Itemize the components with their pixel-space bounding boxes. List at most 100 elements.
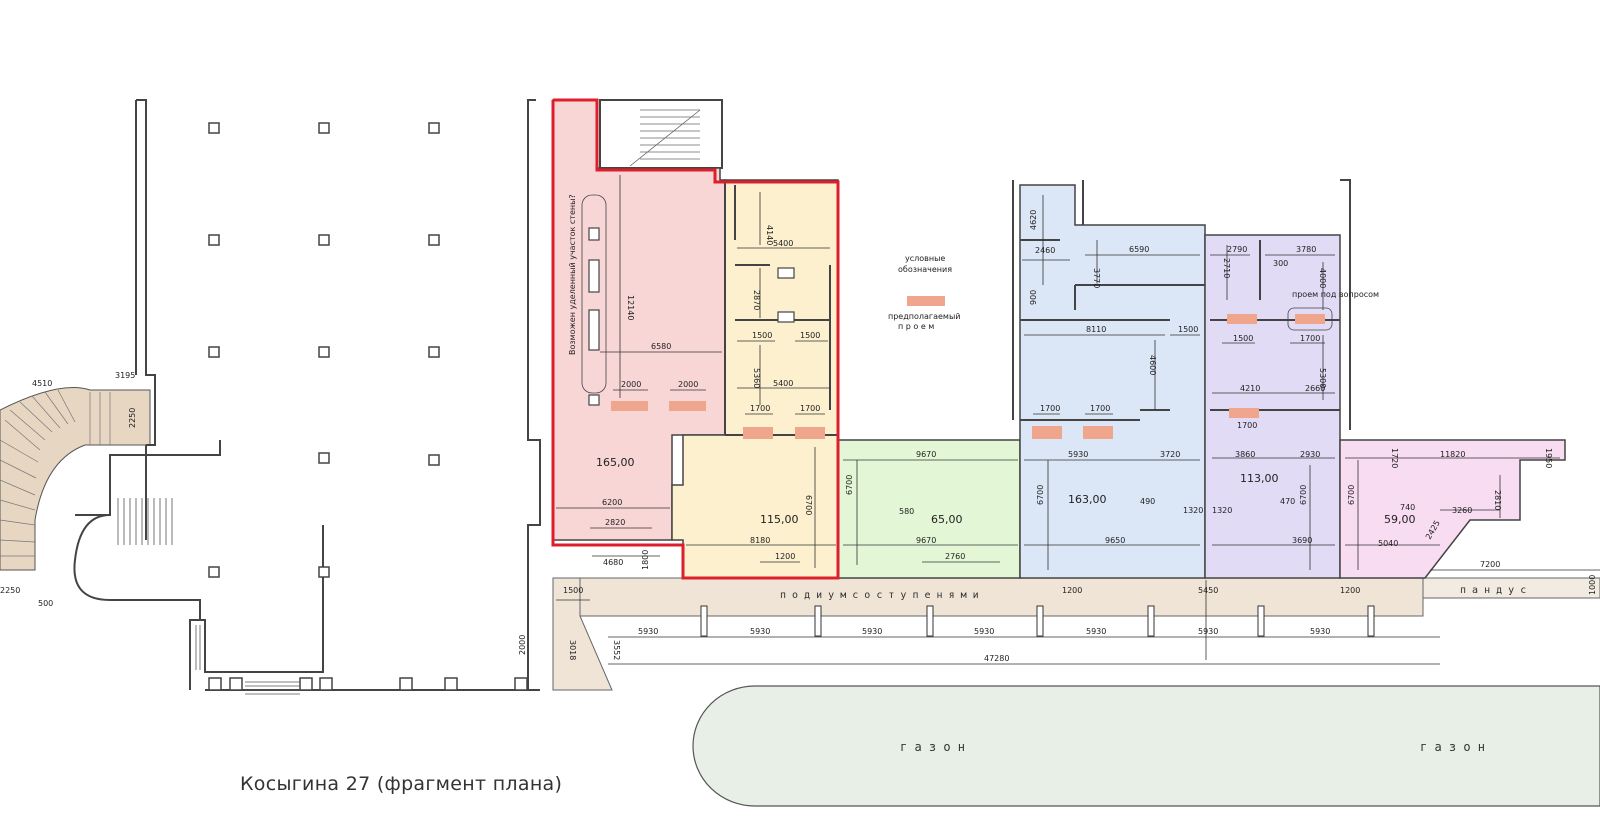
dim-6590: 6590 (1129, 245, 1149, 254)
podium-left-return (552, 577, 613, 691)
dim-5360: 5360 (752, 368, 761, 388)
dimension-lines (556, 175, 1600, 665)
dim-1200-c: 1200 (1340, 586, 1360, 595)
legend-item-2: п р о е м (898, 322, 934, 331)
dim-300: 300 (1273, 259, 1288, 268)
dim-3690: 3690 (1292, 536, 1312, 545)
dim-1000: 1000 (1588, 575, 1597, 595)
area-green: 65,00 (931, 513, 963, 526)
dim-6700-e: 6700 (1347, 485, 1356, 505)
wall-note-callout (581, 194, 607, 394)
dim-3720: 3720 (1160, 450, 1180, 459)
dim-2870: 2870 (752, 290, 761, 310)
legend-opening-swatch (907, 296, 945, 306)
selected-unit-outline (551, 98, 840, 580)
dim-3552: 3552 (612, 640, 621, 660)
dim-2250-h: 2250 (0, 586, 20, 595)
dim-490: 490 (1140, 497, 1155, 506)
dim-1200-b: 1200 (1062, 586, 1082, 595)
dim-1700-f: 1700 (1237, 421, 1257, 430)
legend: условные обозначения предполагаемый п р … (888, 254, 960, 331)
dim-1500-d: 1500 (1233, 334, 1253, 343)
lawn-label-left: г а з о н (900, 740, 965, 754)
dim-1700-c: 1700 (1040, 404, 1060, 413)
dim-740: 740 (1400, 503, 1415, 512)
dim-2460: 2460 (1035, 246, 1055, 255)
dim-3780: 3780 (1296, 245, 1316, 254)
dim-6700-c: 6700 (1036, 485, 1045, 505)
dim-6700-a: 6700 (804, 495, 813, 515)
proposed-openings (611, 314, 1325, 439)
plan-caption: Косыгина 27 (фрагмент плана) (240, 773, 563, 795)
left-hall-columns (208, 122, 528, 691)
entrance-steps (117, 498, 300, 695)
dim-6200: 6200 (602, 498, 622, 507)
dim-11820: 11820 (1440, 450, 1465, 459)
dim-5300: 5300 (1318, 368, 1327, 388)
dim-1320-b: 1320 (1212, 506, 1232, 515)
dim-row-5: 5930 (1086, 627, 1106, 636)
lawn-area (692, 685, 1600, 807)
dim-row-4: 5930 (974, 627, 994, 636)
dim-1500-a: 1500 (752, 331, 772, 340)
area-purple: 113,00 (1240, 472, 1279, 485)
dim-5930-a: 5930 (1068, 450, 1088, 459)
dim-6700-b: 6700 (845, 475, 854, 495)
dim-1700-a: 1700 (750, 404, 770, 413)
podium-area (552, 577, 1424, 617)
stair-steps (0, 389, 111, 557)
dim-row-1: 5930 (638, 627, 658, 636)
dim-4680: 4680 (603, 558, 623, 567)
dim-2000-c: 2000 (518, 635, 527, 655)
dim-1950: 1950 (1544, 448, 1553, 468)
podium-posts (700, 605, 1375, 637)
dim-4510: 4510 (32, 379, 52, 388)
dim-4000: 4000 (1318, 268, 1327, 288)
dim-row-3: 5930 (862, 627, 882, 636)
dim-9670-b: 9670 (916, 536, 936, 545)
dim-470: 470 (1280, 497, 1295, 506)
lawn-label-right: г а з о н (1420, 740, 1485, 754)
area-blue: 163,00 (1068, 493, 1107, 506)
dim-500: 500 (38, 599, 53, 608)
dim-2250-v: 2250 (128, 408, 137, 428)
dim-2930: 2930 (1300, 450, 1320, 459)
dim-1700-d: 1700 (1090, 404, 1110, 413)
dim-4210: 4210 (1240, 384, 1260, 393)
dim-8180: 8180 (750, 536, 770, 545)
dim-4600: 4600 (1148, 355, 1157, 375)
dim-5450: 5450 (1198, 586, 1218, 595)
dim-3770: 3770 (1092, 268, 1101, 288)
dim-1200-a: 1200 (775, 552, 795, 561)
dim-2820: 2820 (605, 518, 625, 527)
dim-2660: 2660 (1305, 384, 1325, 393)
dim-5040: 5040 (1378, 539, 1398, 548)
dim-3018: 3018 (568, 640, 577, 660)
dim-2810: 2810 (1493, 490, 1502, 510)
dim-1500-e: 1500 (563, 586, 583, 595)
dim-6700-d: 6700 (1299, 485, 1308, 505)
dim-2000-b: 2000 (678, 380, 698, 389)
dim-total: 47280 (984, 654, 1009, 663)
questionable-opening-note: проем под вопросом (1292, 290, 1379, 299)
area-red: 165,00 (596, 456, 635, 469)
dim-1700-e: 1700 (1300, 334, 1320, 343)
wall-note-text: Возможен уделенный участок стены? (568, 194, 577, 355)
dim-5400-b: 5400 (773, 379, 793, 388)
ramp-label: п а н д у с (1460, 585, 1526, 596)
room-green (837, 439, 1021, 579)
dim-row-7: 5930 (1310, 627, 1330, 636)
dim-9650: 9650 (1105, 536, 1125, 545)
questionable-opening-frame (1287, 307, 1333, 331)
dim-1700-b: 1700 (800, 404, 820, 413)
yellow-room-pillars (588, 227, 795, 406)
dim-row-6: 5930 (1198, 627, 1218, 636)
dim-2760: 2760 (945, 552, 965, 561)
legend-title-2: обозначения (898, 265, 952, 274)
dim-5400-a: 5400 (773, 239, 793, 248)
room-pink (1339, 439, 1566, 579)
dim-1500-c: 1500 (1178, 325, 1198, 334)
dim-3860: 3860 (1235, 450, 1255, 459)
left-hall-walls (73, 99, 541, 691)
